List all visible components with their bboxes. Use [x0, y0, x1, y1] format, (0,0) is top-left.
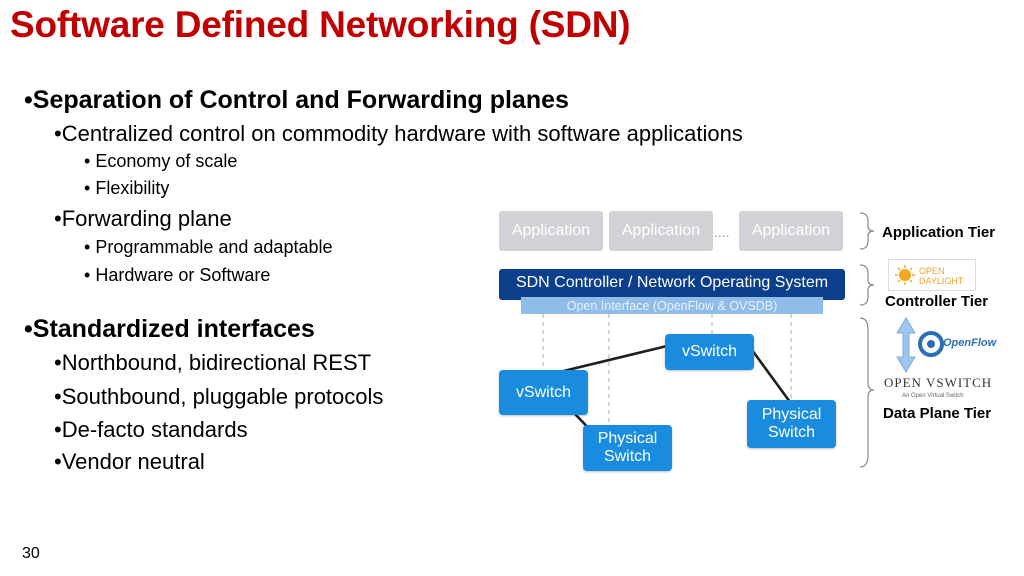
application-box: Application [499, 211, 603, 251]
bullet-marker: • [54, 417, 62, 442]
slide-title: Software Defined Networking (SDN) [10, 4, 631, 45]
bullet-text: De-facto standards [61, 417, 248, 442]
bullet-text: Southbound, pluggable protocols [61, 384, 384, 409]
data-plane-tier-label: Data Plane Tier [883, 405, 992, 422]
bullet-flexibility: • Flexibility [84, 178, 169, 199]
opendaylight-text-open: OPEN [919, 266, 945, 276]
bullet-text: Vendor neutral [61, 449, 205, 474]
bullet-southbound: •Southbound, pluggable protocols [54, 384, 383, 410]
bullet-marker: • [84, 237, 91, 257]
bullet-standardized: •Standardized interfaces [24, 315, 315, 344]
bullet-separation: •Separation of Control and Forwarding pl… [24, 86, 569, 115]
vswitch-left: vSwitch [499, 370, 588, 415]
link-vswitch-physical-right [750, 349, 792, 403]
brace-data-plane [859, 317, 875, 468]
page-number: 30 [22, 545, 40, 562]
application-box: Application [739, 211, 843, 251]
bullet-text: Northbound, bidirectional REST [61, 350, 372, 375]
bullet-forwarding-plane: •Forwarding plane [54, 206, 232, 232]
bullet-marker: • [54, 206, 62, 231]
bullet-defacto: •De-facto standards [54, 417, 248, 443]
application-tier-label: Application Tier [882, 224, 996, 241]
brace-application [859, 212, 875, 250]
bullet-text: Forwarding plane [61, 206, 232, 231]
bullet-text: Separation of Control and Forwarding pla… [32, 86, 569, 114]
bullet-marker: • [24, 86, 33, 114]
opendaylight-logo: OPEN DAYLIGHT [888, 259, 976, 291]
bullet-text: Standardized interfaces [32, 315, 315, 343]
bullet-marker: • [54, 384, 62, 409]
bullet-marker: • [54, 121, 62, 146]
controller-tier-label: Controller Tier [885, 293, 989, 310]
openflow-logo: OpenFlow [917, 327, 997, 361]
bullet-text: Programmable and adaptable [95, 237, 333, 257]
bullet-text: Economy of scale [95, 151, 238, 171]
openvswitch-logo: OPEN VSWITCH [884, 375, 993, 390]
bullet-marker: • [84, 151, 91, 171]
daylight-sun-icon [895, 265, 915, 285]
opendaylight-text-daylight: DAYLIGHT [919, 276, 964, 286]
bullet-centralized: •Centralized control on commodity hardwa… [54, 121, 743, 147]
open-interface-bar: Open Interface (OpenFlow & OVSDB) [521, 297, 823, 314]
physical-switch-left: Physical Switch [583, 425, 672, 471]
bullet-economy: • Economy of scale [84, 151, 237, 172]
bullet-marker: • [24, 315, 33, 343]
brace-controller [859, 264, 875, 306]
bullet-marker: • [54, 350, 62, 375]
openvswitch-subtitle: An Open Virtual Switch [902, 393, 964, 399]
physical-switch-right: Physical Switch [747, 400, 836, 448]
bullet-northbound: •Northbound, bidirectional REST [54, 350, 371, 376]
vswitch-center: vSwitch [665, 334, 754, 370]
bullet-text: Centralized control on commodity hardwar… [61, 121, 743, 146]
bullet-text: Flexibility [95, 178, 170, 198]
bullet-marker: • [84, 178, 91, 198]
bullet-programmable: • Programmable and adaptable [84, 237, 332, 258]
sdn-controller-bar: SDN Controller / Network Operating Syste… [499, 269, 845, 300]
openflow-swirl-icon [918, 331, 944, 357]
bullet-marker: • [84, 265, 91, 285]
bullet-text: Hardware or Software [95, 265, 271, 285]
application-box: Application [609, 211, 713, 251]
ellipsis: .... [714, 224, 730, 240]
double-arrow-icon [896, 317, 916, 373]
bullet-marker: • [54, 449, 62, 474]
bullet-hardware-software: • Hardware or Software [84, 265, 270, 286]
openflow-text: OpenFlow [943, 337, 997, 349]
bullet-vendor-neutral: •Vendor neutral [54, 449, 205, 475]
